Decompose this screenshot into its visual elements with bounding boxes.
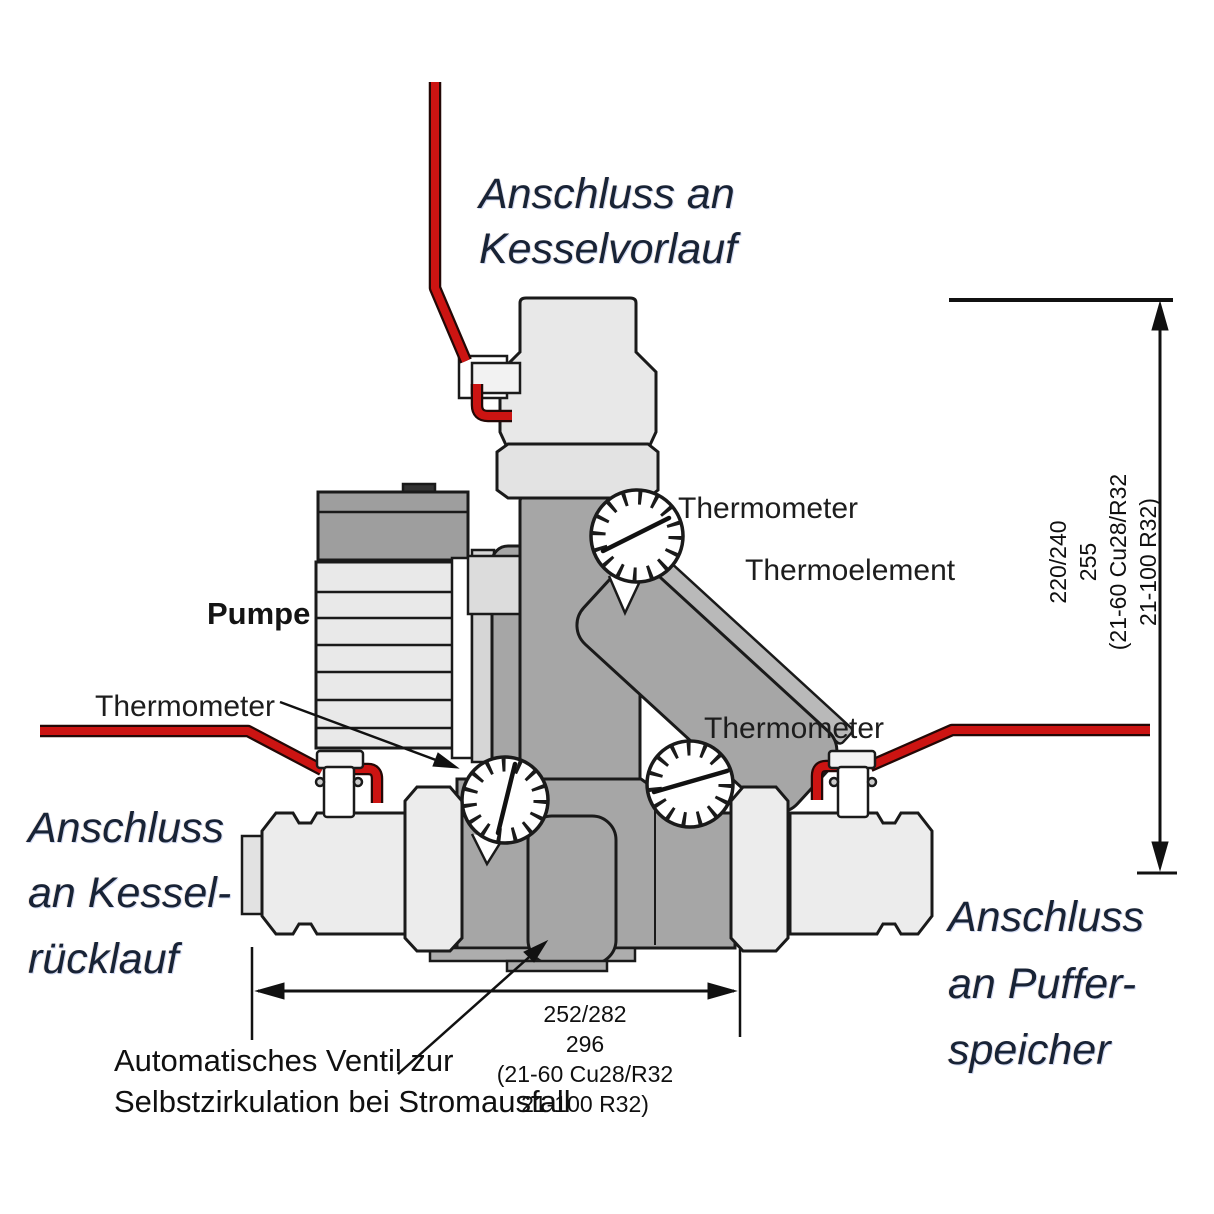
label-line: Kesselvorlauf — [479, 225, 738, 274]
left-bleeder-screw — [322, 765, 356, 819]
gauge-needle — [651, 768, 730, 795]
dimension-line-text: (21-60 Cu28/R32 — [496, 1060, 674, 1087]
label-anschluss-kesselvorlauf: Anschluss an Kesselvorlauf — [479, 167, 737, 277]
label-thermometer-top: Thermometer — [678, 492, 859, 525]
left-union-nut — [403, 785, 464, 953]
pipe-kesselvorlauf — [431, 82, 470, 363]
left-port — [240, 785, 464, 953]
gauges — [460, 488, 735, 867]
leader-lines — [279, 700, 549, 1075]
label-line: an Puffer- — [948, 959, 1137, 1008]
pump-adapter-box — [466, 554, 528, 616]
pipe-left-elbow — [354, 765, 381, 803]
pump-assembly — [314, 482, 552, 776]
label-thermometer-right: Thermometer — [704, 712, 885, 745]
right-port — [729, 785, 934, 953]
vertical-dimension — [949, 298, 1177, 875]
bleeder-screws — [314, 749, 878, 819]
label-automatisches-ventil: Automatisches Ventil zur Selbstzirkulati… — [114, 1041, 571, 1123]
dimension-line-text: 255 — [1074, 542, 1101, 582]
dimension-text-vertical: 220/240 255 (21-60 Cu28/R32 21-100 R32) — [1044, 412, 1164, 712]
pump-terminal-box — [316, 490, 470, 562]
gauge-ticks — [648, 742, 732, 826]
right-bleeder-cap — [827, 749, 877, 770]
pump-motor-ribs — [316, 590, 453, 730]
pipes-red — [40, 82, 1150, 803]
right-union-nut — [729, 785, 790, 953]
gauge-needle — [495, 761, 518, 836]
left-port-block — [260, 811, 407, 936]
label-pumpe: Pumpe — [207, 596, 311, 631]
left-bleeder-cap — [315, 749, 365, 770]
thermometer-leader-arrow — [432, 752, 460, 769]
dimension-line-text: 21-100 R32) — [521, 1090, 649, 1117]
dimension-text-horizontal: 252/282 296 (21-60 Cu28/R32 21-100 R32) — [435, 1000, 735, 1120]
label-line: speicher — [948, 1026, 1111, 1075]
right-bleeder-dot — [828, 776, 840, 788]
label-thermoelement: Thermoelement — [745, 554, 956, 587]
label-anschluss-pufferspeicher: Anschluss an Puffer- speicher — [948, 884, 1144, 1084]
horizontal-dimension — [250, 947, 742, 1040]
ventil-leader — [397, 950, 537, 1075]
dimension-line-text: (21-60 Cu28/R32 — [1104, 473, 1131, 651]
label-line: Anschluss an — [479, 170, 735, 218]
label-line: Selbstzirkulation bei Stromausfall — [114, 1083, 571, 1119]
right-bleeder-screw — [836, 765, 870, 819]
thermometer-gauge-top — [589, 488, 685, 584]
valve-tongue — [526, 814, 618, 966]
gauge-needle — [600, 515, 672, 554]
gauge-ticks — [463, 758, 547, 842]
pipe-kesselruecklauf — [40, 727, 324, 774]
dimension-arrow-right — [707, 982, 738, 1000]
right-bleeder-dot — [866, 776, 878, 788]
thermometer-gauge-right — [645, 739, 735, 829]
ventil-leader-arrow — [523, 939, 549, 963]
dimension-line-text: 220/240 — [1045, 520, 1071, 604]
thermometer-leader — [279, 700, 445, 765]
dimension-arrow-up — [1151, 300, 1169, 331]
pump-motor — [314, 560, 455, 750]
dimension-arrow-down — [1151, 841, 1169, 872]
thermometer-gauge-left — [460, 755, 550, 845]
right-port-block — [788, 811, 934, 936]
pipe-pufferspeicher — [868, 726, 1150, 770]
dimension-line-text: 296 — [565, 1030, 605, 1057]
left-bleeder-dot — [314, 776, 326, 788]
label-line: Anschluss — [28, 804, 224, 852]
top-union-body — [498, 296, 658, 447]
valve-bottom-plug — [505, 959, 609, 973]
label-line: Automatisches Ventil zur — [114, 1043, 454, 1078]
dimension-arrow-left — [254, 982, 285, 1000]
dimension-line-text: 21-100 R32) — [1134, 498, 1161, 626]
label-thermometer-left: Thermometer — [95, 690, 276, 723]
label-line: an Kessel- — [28, 869, 232, 918]
top-flange-nut — [495, 442, 660, 500]
pipe-top-elbow — [473, 384, 512, 420]
top-assembly — [457, 296, 660, 500]
label-anschluss-kesselruecklauf: Anschluss an Kessel- rücklauf — [28, 796, 231, 992]
left-bleeder-dot — [352, 776, 364, 788]
label-line: Anschluss — [948, 893, 1144, 941]
label-line: rücklauf — [28, 934, 179, 983]
pipe-right-elbow — [813, 762, 838, 800]
gauge-tick-mask — [663, 757, 717, 811]
top-gauge-stem — [607, 575, 643, 617]
dimension-line-text: 252/282 — [543, 1001, 627, 1027]
gauge-ticks — [592, 491, 682, 581]
